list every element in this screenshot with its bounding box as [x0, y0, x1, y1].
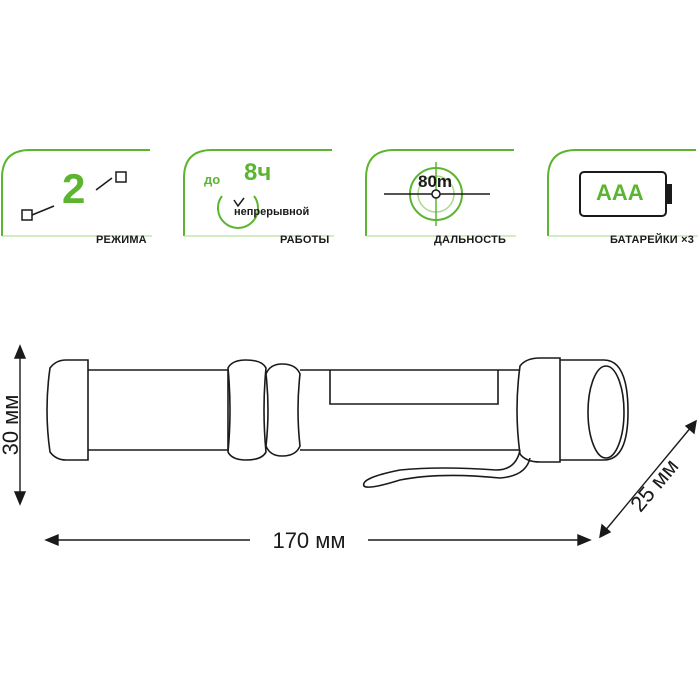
- flashlight-drawing: 30 мм 170 мм 25 мм: [0, 344, 697, 553]
- runtime-sub: непрерывной: [234, 206, 310, 218]
- runtime-label: РАБОТЫ: [280, 234, 330, 246]
- depth-label: 25 мм: [625, 454, 683, 517]
- feature-frame: [1, 149, 152, 237]
- range-value: 80m: [418, 172, 453, 191]
- feature-range: 80m ДАЛЬНОСТЬ: [364, 148, 524, 248]
- mode-switch-icon: [21, 171, 127, 221]
- runtime-value: 8ч: [244, 159, 272, 186]
- lens: [587, 365, 625, 459]
- crosshair-icon: [384, 162, 490, 226]
- flashlight-body: [88, 369, 229, 451]
- grip-ring-2: [265, 363, 301, 457]
- depth-dimension: [599, 419, 697, 539]
- battery-value: AAA: [596, 180, 644, 205]
- head-bezel: [560, 359, 629, 461]
- modes-value: 2: [62, 165, 86, 212]
- side-window: [329, 370, 499, 405]
- length-label: 170 мм: [272, 528, 345, 553]
- feature-frame: [547, 149, 698, 237]
- grip-ring-1: [227, 359, 267, 461]
- feature-battery: AAA БАТАРЕЙКИ ×3: [546, 148, 700, 248]
- feature-frame: [183, 149, 334, 237]
- feature-modes: 2 РЕЖИМА: [0, 148, 160, 248]
- battery-icon: [579, 171, 672, 217]
- pocket-clip: [362, 449, 531, 488]
- modes-label: РЕЖИМА: [96, 234, 147, 246]
- battery-label: БАТАРЕЙКИ ×3: [610, 234, 695, 246]
- feature-frame: [365, 149, 516, 237]
- length-dimension: [44, 533, 592, 547]
- height-label: 30 мм: [0, 395, 23, 456]
- height-dimension: [13, 344, 27, 506]
- head-collar: [516, 357, 561, 463]
- runtime-prefix: до: [204, 172, 221, 187]
- range-label: ДАЛЬНОСТЬ: [434, 234, 507, 246]
- clock-icon: [217, 195, 259, 229]
- tail-cap: [46, 359, 89, 461]
- feature-runtime: до 8ч непрерывной РАБОТЫ: [182, 148, 342, 248]
